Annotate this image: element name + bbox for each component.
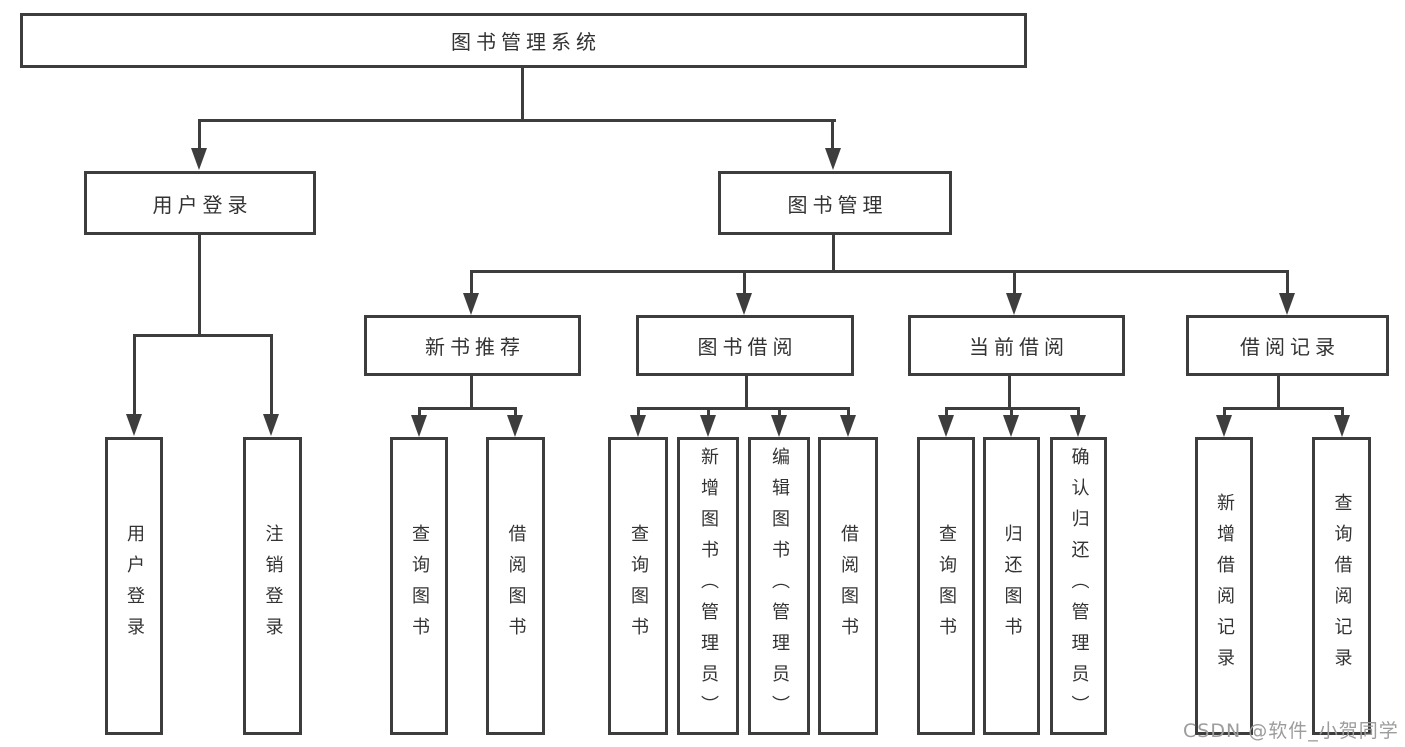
arrow-down-icon (1003, 415, 1019, 437)
arrow-down-icon (825, 148, 841, 170)
leaf-records-add-record: 新增借阅记录 (1195, 437, 1253, 735)
arrow-down-icon (630, 415, 646, 437)
arrow-down-icon (191, 148, 207, 170)
leaf-borrowing-edit-books-admin: 编辑图书（管理员） (748, 437, 810, 735)
connector-borrowing-borrow-drop (847, 407, 850, 419)
connector-recommend-branch (418, 407, 516, 410)
arrow-down-icon (1334, 415, 1350, 437)
arrow-down-icon (263, 414, 279, 436)
leaf-user-login: 用户登录 (105, 437, 163, 735)
leaf-borrowing-query-books: 查询图书 (608, 437, 668, 735)
arrow-down-icon (840, 415, 856, 437)
leaf-current-return-books-label: 归还图书 (1001, 524, 1023, 648)
arrow-down-icon (463, 293, 479, 315)
node-user-login: 用户登录 (84, 171, 316, 235)
connector-borrowing-add-drop (707, 407, 710, 419)
connector-book-management-trunk (832, 235, 835, 273)
leaf-current-return-books: 归还图书 (983, 437, 1040, 735)
connector-leaf-logout-drop (270, 334, 273, 416)
connector-borrowing-edit-drop (778, 407, 781, 419)
leaf-current-query-books-label: 查询图书 (936, 524, 957, 648)
leaf-records-add-record-label: 新增借阅记录 (1214, 493, 1235, 679)
connector-leaf-user-login-drop (133, 334, 136, 416)
connector-current-trunk (1008, 376, 1011, 410)
leaf-recommend-query-books: 查询图书 (390, 437, 448, 735)
connector-recommend-borrow-drop (514, 407, 517, 419)
arrow-down-icon (1006, 293, 1022, 315)
connector-user-login-drop (198, 119, 201, 150)
arrow-down-icon (700, 415, 716, 437)
connector-borrowing-branch (637, 407, 849, 410)
connector-user-login-branch (133, 334, 272, 337)
leaf-records-query-record-label: 查询借阅记录 (1331, 493, 1353, 679)
watermark-text: CSDN @软件_小贺同学 (1183, 720, 1399, 742)
arrow-down-icon (1216, 415, 1232, 437)
connector-level1-branch (198, 119, 836, 122)
connector-current-confirm-drop (1077, 407, 1080, 419)
connector-borrowing-query-drop (637, 407, 640, 419)
connector-user-login-trunk (198, 235, 201, 337)
arrow-down-icon (736, 293, 752, 315)
arrow-down-icon (1070, 415, 1086, 437)
connector-new-book-recommend-drop (470, 270, 473, 296)
leaf-records-query-record: 查询借阅记录 (1312, 437, 1371, 735)
node-root: 图书管理系统 (20, 13, 1027, 68)
leaf-borrowing-borrow-books-label: 借阅图书 (838, 524, 859, 648)
leaf-current-confirm-return-admin-label: 确认归还（管理员） (1068, 446, 1090, 726)
leaf-logout-label: 注销登录 (262, 524, 284, 648)
connector-root-trunk (521, 66, 524, 122)
leaf-recommend-borrow-books-label: 借阅图书 (505, 524, 527, 648)
connector-recommend-query-drop (418, 407, 421, 419)
connector-recommend-trunk (470, 376, 473, 410)
connector-borrowing-records-drop (1286, 270, 1289, 296)
connector-records-add-drop (1223, 407, 1226, 419)
connector-records-branch (1223, 407, 1343, 410)
node-borrowing-records: 借阅记录 (1186, 315, 1389, 376)
connector-records-trunk (1277, 376, 1280, 410)
node-book-borrowing: 图书借阅 (636, 315, 854, 376)
connector-current-borrowing-drop (1013, 270, 1016, 296)
arrow-down-icon (126, 414, 142, 436)
node-current-borrowing: 当前借阅 (908, 315, 1125, 376)
node-book-management: 图书管理 (718, 171, 952, 235)
arrow-down-icon (1279, 293, 1295, 315)
leaf-borrowing-query-books-label: 查询图书 (628, 524, 649, 648)
connector-current-return-drop (1010, 407, 1013, 419)
arrow-down-icon (771, 415, 787, 437)
connector-book-management-drop (831, 119, 834, 150)
connector-level3-branch (470, 270, 1289, 273)
leaf-borrowing-edit-books-admin-label: 编辑图书（管理员） (769, 446, 790, 726)
node-new-book-recommend: 新书推荐 (364, 315, 581, 376)
connector-records-query-drop (1341, 407, 1344, 419)
connector-borrowing-trunk (745, 376, 748, 410)
leaf-borrowing-borrow-books: 借阅图书 (818, 437, 878, 735)
connector-current-query-drop (945, 407, 948, 419)
leaf-recommend-query-books-label: 查询图书 (409, 524, 430, 648)
leaf-borrowing-add-books-admin-label: 新增图书（管理员） (698, 446, 719, 726)
arrow-down-icon (938, 415, 954, 437)
leaf-user-login-label: 用户登录 (124, 524, 145, 648)
arrow-down-icon (507, 415, 523, 437)
leaf-recommend-borrow-books: 借阅图书 (486, 437, 545, 735)
leaf-borrowing-add-books-admin: 新增图书（管理员） (677, 437, 739, 735)
leaf-current-confirm-return-admin: 确认归还（管理员） (1050, 437, 1107, 735)
leaf-logout: 注销登录 (243, 437, 302, 735)
arrow-down-icon (411, 415, 427, 437)
leaf-current-query-books: 查询图书 (917, 437, 975, 735)
connector-book-borrowing-drop (743, 270, 746, 296)
